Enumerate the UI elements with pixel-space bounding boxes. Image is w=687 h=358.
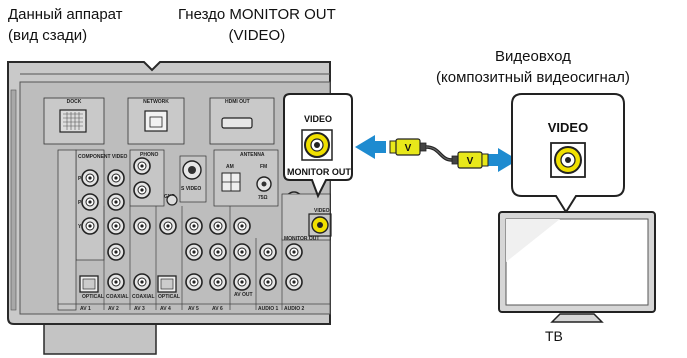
rca-jack-pin (192, 250, 196, 254)
tv-callout: VIDEO (511, 93, 625, 214)
rca-jack-pin (140, 224, 144, 228)
jack-caption-line2: (VIDEO) (228, 27, 286, 44)
rca-jack-pin (216, 250, 220, 254)
rca-jack-pin (192, 224, 196, 228)
tv (498, 211, 656, 323)
receiver-foot (43, 321, 157, 355)
tv-callout-video-label: VIDEO (548, 120, 588, 135)
audio1-label: AUDIO 1 (258, 306, 279, 312)
unit-caption: Данный аппарат (вид сзади) (8, 6, 123, 45)
rca-jack-pin (114, 224, 118, 228)
rca-jack-pin (114, 200, 118, 204)
video-input-caption: Видеовход (композитный видеосигнал) (436, 48, 630, 87)
dock-label: DOCK (67, 99, 82, 105)
coaxial-label-1: COAXIAL (106, 294, 129, 300)
rca-jacks (81, 157, 303, 291)
hdmi-port (221, 117, 253, 129)
fm-label: FM (260, 164, 267, 170)
arrow-left-icon (355, 135, 386, 159)
tv-caption: ТВ (545, 328, 563, 344)
gnd-screw (166, 194, 178, 206)
rca-jack-pin (88, 200, 92, 204)
component-video-label: COMPONENT VIDEO (78, 154, 128, 160)
s-video-label: S VIDEO (181, 186, 201, 192)
y-label: Y (78, 224, 82, 230)
panel-video-label: VIDEO (314, 208, 330, 214)
rca-jack-pin (114, 176, 118, 180)
rca-jack-pin (140, 280, 144, 284)
rca-jack-pin (240, 250, 244, 254)
ohm-label: 75Ω (258, 195, 268, 201)
rca-jack-pin (292, 250, 296, 254)
rca-jack-pin (266, 250, 270, 254)
optical-label-2: OPTICAL (158, 294, 180, 300)
rca-jack-pin (292, 280, 296, 284)
optical-label-1: OPTICAL (82, 294, 104, 300)
cable-plug-right-label: V (467, 156, 474, 167)
rca-jack-pin (216, 224, 220, 228)
coaxial-label-2: COAXIAL (132, 294, 155, 300)
rca-jack-pin (240, 224, 244, 228)
rca-jack-pin (88, 224, 92, 228)
unit-caption-line2: (вид сзади) (8, 27, 88, 44)
network-label: NETWORK (143, 99, 169, 105)
audio2-label: AUDIO 2 (284, 306, 305, 312)
rca-jack-pin (140, 164, 144, 168)
antenna-label: ANTENNA (240, 152, 265, 158)
panel-monitor-out-label: MONITOR OUT (284, 236, 319, 242)
av3-label: AV 3 (134, 306, 145, 312)
rca-jack-pin (114, 280, 118, 284)
video-input-caption-line1: Видеовход (495, 48, 571, 65)
av2-label: AV 2 (108, 306, 119, 312)
rca-jack-pin (216, 280, 220, 284)
am-label: AM (226, 164, 234, 170)
network-port (144, 110, 168, 132)
rca-jack-pin (240, 280, 244, 284)
av1-label: AV 1 (80, 306, 91, 312)
video-cable: V V (355, 135, 518, 172)
jack-caption-line1: Гнездо MONITOR OUT (178, 6, 336, 23)
rca-jack-pin (166, 224, 170, 228)
cable-plug-left-label: V (405, 143, 412, 154)
receiver-rear-panel: DOCK NETWORK HDMI OUT COMPONENT VIDEO PB… (7, 61, 332, 355)
phono-label: PHONO (140, 152, 158, 158)
av4-label: AV 4 (160, 306, 171, 312)
callout-video-label: VIDEO (304, 114, 332, 124)
rca-jack-pin (88, 176, 92, 180)
dock-port (59, 109, 87, 133)
av5-label: AV 5 (188, 306, 199, 312)
av-out-label: AV OUT (234, 292, 253, 298)
unit-caption-line1: Данный аппарат (8, 6, 123, 23)
jack-caption: Гнездо MONITOR OUT (VIDEO) (178, 6, 336, 45)
rca-jack-pin (266, 280, 270, 284)
rca-jack-pin (140, 188, 144, 192)
receiver-callout: VIDEO MONITOR OUT (283, 93, 353, 199)
hdmi-out-label: HDMI OUT (225, 99, 250, 105)
av6-label: AV 6 (212, 306, 223, 312)
rca-jack-pin (192, 280, 196, 284)
rca-jack-pin (114, 250, 118, 254)
arrow-right-icon (488, 148, 518, 172)
tv-stand (550, 313, 604, 323)
callout-monitor-out-label: MONITOR OUT (287, 167, 351, 177)
video-input-caption-line2: (композитный видеосигнал) (436, 69, 630, 86)
